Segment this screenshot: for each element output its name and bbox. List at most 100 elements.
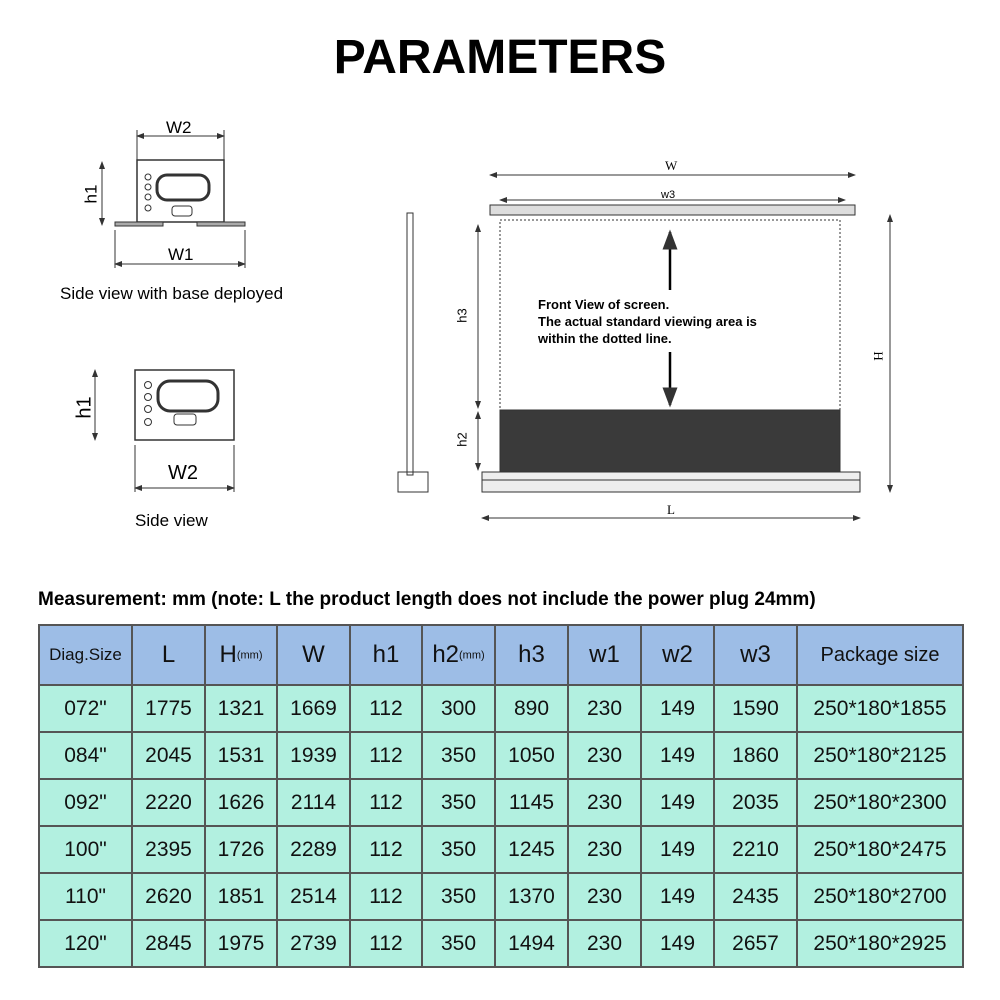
header-label: Package size: [820, 643, 940, 666]
header-label: Diag.Size: [49, 645, 122, 664]
column-header: w3: [713, 624, 798, 686]
table-cell: 149: [640, 872, 715, 921]
table-cell: 1370: [494, 872, 569, 921]
table-cell: 1494: [494, 919, 569, 968]
table-cell: 100": [38, 825, 133, 874]
measurement-note: Measurement: mm (note: L the product len…: [38, 589, 816, 610]
table-cell: 230: [567, 778, 642, 827]
table-cell: 112: [349, 778, 423, 827]
column-header: w2: [640, 624, 715, 686]
header-label: h3: [518, 641, 545, 668]
table-cell: 149: [640, 731, 715, 780]
table-cell: 2620: [131, 872, 206, 921]
W-label: W: [665, 158, 678, 173]
table-cell: 1590: [713, 684, 798, 733]
table-cell: 350: [421, 872, 496, 921]
table-cell: 1050: [494, 731, 569, 780]
side-view-drawing: [92, 369, 235, 492]
header-label: w1: [589, 641, 620, 668]
table-cell: 1245: [494, 825, 569, 874]
table-cell: 112: [349, 919, 423, 968]
table-cell: 084": [38, 731, 133, 780]
table-cell: 350: [421, 731, 496, 780]
header-label: w2: [662, 641, 693, 668]
table-cell: 350: [421, 825, 496, 874]
table-cell: 2210: [713, 825, 798, 874]
w2-label: W2: [168, 462, 198, 484]
table-cell: 350: [421, 919, 496, 968]
column-header: Diag.Size: [38, 624, 133, 686]
table-cell: 230: [567, 731, 642, 780]
table-cell: 2435: [713, 872, 798, 921]
table-cell: 250*180*2125: [796, 731, 964, 780]
table-cell: 072": [38, 684, 133, 733]
table-cell: 2114: [276, 778, 351, 827]
h2-label: h2: [454, 432, 470, 447]
page-title: PARAMETERS: [333, 31, 667, 84]
table-cell: 149: [640, 919, 715, 968]
column-header: W: [276, 624, 351, 686]
table-cell: 092": [38, 778, 133, 827]
w1-label: W1: [168, 245, 194, 264]
table-cell: 2739: [276, 919, 351, 968]
h3-label: h3: [454, 308, 470, 323]
column-header: w1: [567, 624, 642, 686]
w3-label: w3: [661, 189, 676, 201]
table-cell: 230: [567, 872, 642, 921]
table-cell: 1531: [204, 731, 278, 780]
table-cell: 2657: [713, 919, 798, 968]
front-view-note: Front View of screen. The actual standar…: [538, 296, 757, 347]
column-header: Package size: [796, 624, 964, 686]
header-unit: (mm): [459, 649, 485, 662]
table-cell: 1860: [713, 731, 798, 780]
table-cell: 250*180*2925: [796, 919, 964, 968]
table-cell: 2514: [276, 872, 351, 921]
table-cell: 112: [349, 684, 423, 733]
header-label: h1: [372, 641, 400, 668]
table-cell: 2220: [131, 778, 206, 827]
front-view-drawing: [475, 172, 893, 521]
h1-label: h1: [81, 184, 101, 204]
table-cell: 230: [567, 919, 642, 968]
table-cell: 2395: [131, 825, 206, 874]
table-cell: 112: [349, 825, 423, 874]
table-cell: 250*180*2475: [796, 825, 964, 874]
table-cell: 112: [349, 731, 423, 780]
column-header: L: [131, 624, 206, 686]
table-cell: 230: [567, 825, 642, 874]
table-cell: 250*180*1855: [796, 684, 964, 733]
header-label: H: [219, 641, 237, 668]
note-line: Front View of screen.: [538, 297, 670, 312]
column-header: h3: [494, 624, 569, 686]
table-cell: 1939: [276, 731, 351, 780]
table-cell: 890: [494, 684, 569, 733]
table-cell: 2035: [713, 778, 798, 827]
header-label: h2: [432, 641, 460, 668]
table-cell: 110": [38, 872, 133, 921]
table-cell: 230: [567, 684, 642, 733]
L-label: L: [667, 502, 675, 517]
table-cell: 2845: [131, 919, 206, 968]
H-label: H: [870, 351, 886, 361]
table-cell: 250*180*2300: [796, 778, 964, 827]
column-header: H(mm): [204, 624, 278, 686]
table-cell: 1775: [131, 684, 206, 733]
table-cell: 149: [640, 825, 715, 874]
table-cell: 250*180*2700: [796, 872, 964, 921]
pole-drawing: [406, 212, 414, 476]
table-cell: 149: [640, 684, 715, 733]
table-cell: 1626: [204, 778, 278, 827]
table-cell: 2045: [131, 731, 206, 780]
table-cell: 1669: [276, 684, 351, 733]
header-label: w3: [740, 641, 771, 668]
table-cell: 149: [640, 778, 715, 827]
table-cell: 112: [349, 872, 423, 921]
h1-label: h1: [73, 396, 96, 419]
table-cell: 350: [421, 778, 496, 827]
